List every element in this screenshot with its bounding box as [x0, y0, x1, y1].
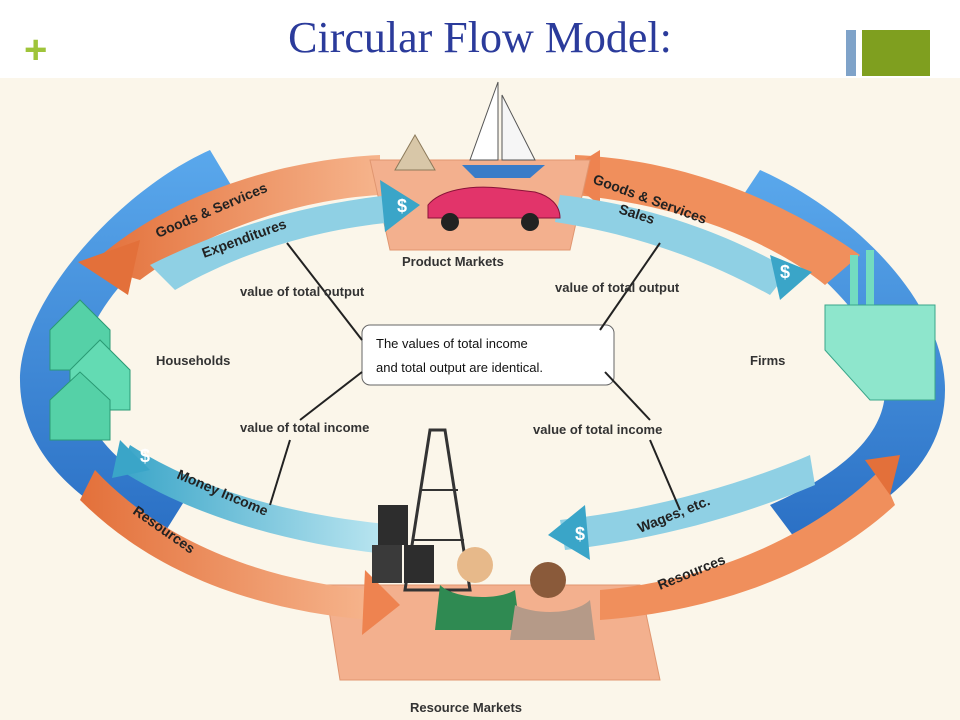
slide-title: Circular Flow Model:: [288, 13, 672, 62]
label-value-income-left: value of total income: [240, 420, 369, 435]
houses-icon: [49, 299, 131, 441]
dollar-sign-expenditures: $: [397, 196, 407, 216]
barrels-icon: [372, 505, 434, 583]
money-income-flow: [112, 440, 395, 555]
resources-flow-left: [80, 470, 400, 635]
label-value-output-right: value of total output: [555, 280, 680, 295]
sailboat-icon: [462, 81, 545, 178]
center-note-box: [361, 324, 615, 386]
resources-flow-right: [600, 455, 900, 620]
center-note-line2: and total output are identical.: [376, 360, 543, 375]
car-icon: [427, 186, 561, 231]
label-households: Households: [156, 353, 230, 368]
label-resource-markets: Resource Markets: [410, 700, 522, 715]
plus-icon: +: [24, 28, 48, 72]
center-note-line1: The values of total income: [376, 336, 528, 351]
workers-icon: [435, 547, 595, 640]
label-value-income-right: value of total income: [533, 422, 662, 437]
dollar-sign-money-income: $: [140, 446, 150, 466]
header-accent-bar-blue: [846, 30, 856, 76]
crates-icon: [394, 133, 436, 171]
factory-icon: [824, 250, 936, 401]
header-accent-block-green: [862, 30, 930, 76]
expenditures-flow: [150, 180, 420, 290]
wages-flow: [548, 455, 815, 560]
label-firms: Firms: [750, 353, 785, 368]
sales-flow: [555, 195, 812, 300]
dollar-sign-wages: $: [575, 524, 585, 544]
outer-ring: [20, 150, 945, 545]
label-product-markets: Product Markets: [402, 254, 504, 269]
goods-services-flow: [78, 150, 860, 295]
oil-derrick-icon: [403, 428, 472, 592]
label-value-output-left: value of total output: [240, 284, 365, 299]
dollar-sign-sales: $: [780, 262, 790, 282]
connector-lines: [269, 242, 681, 511]
